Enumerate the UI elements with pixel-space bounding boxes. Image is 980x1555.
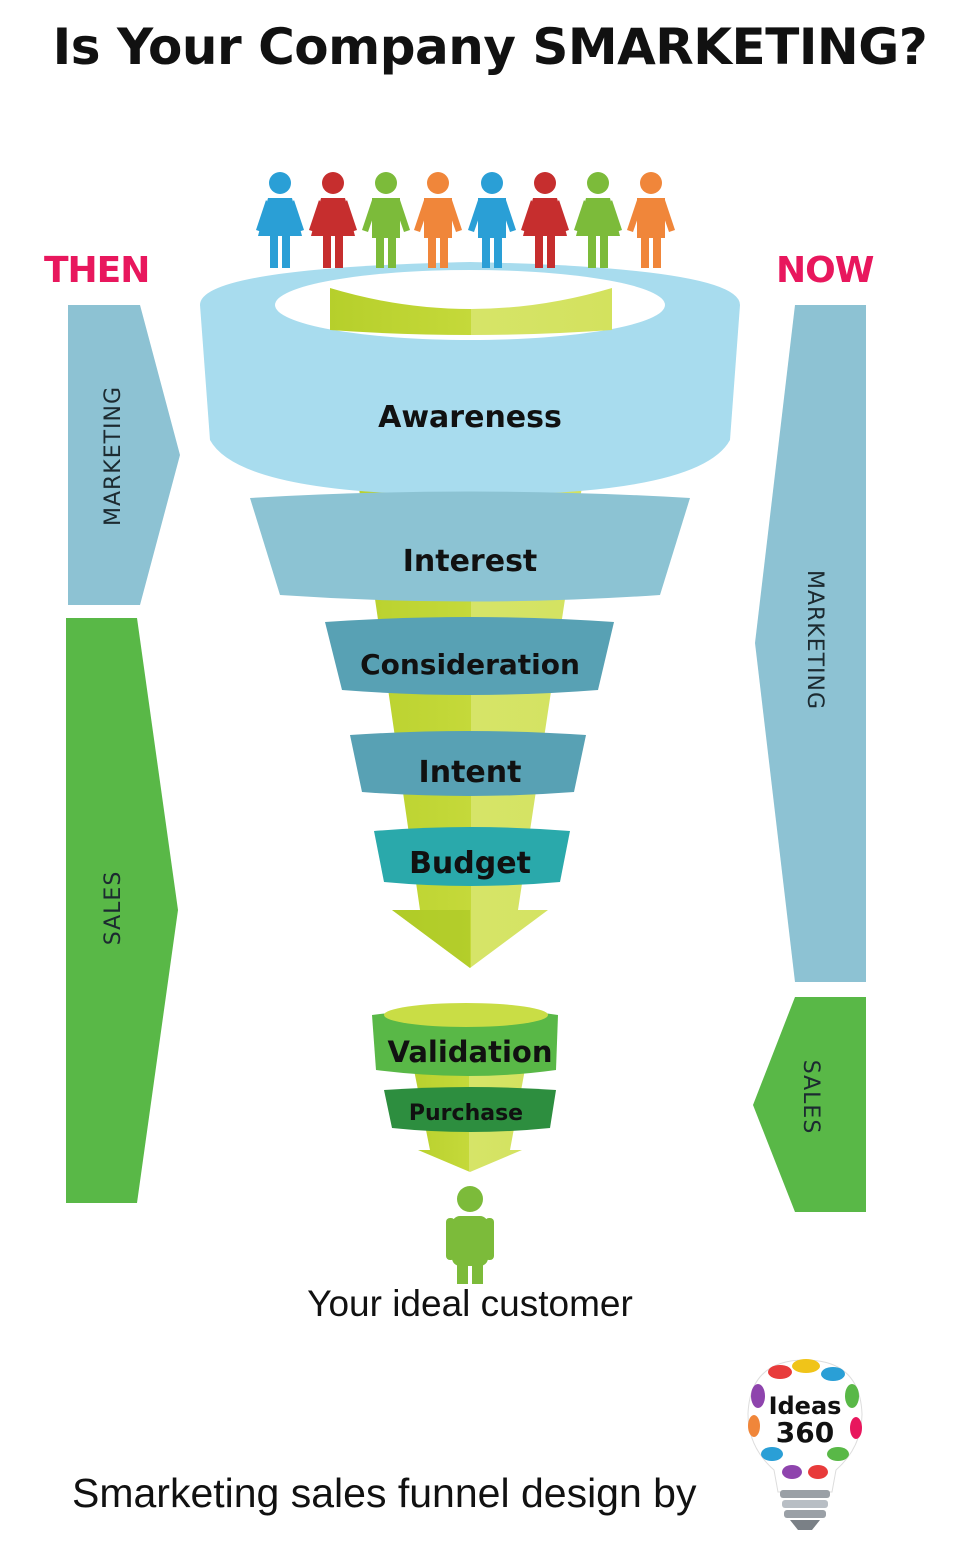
now-heading: NOW [776, 250, 874, 291]
person-icon [574, 172, 622, 268]
then-sales-label: SALES [101, 871, 126, 946]
now-marketing-label: MARKETING [802, 570, 827, 710]
then-column: MARKETING SALES [66, 305, 180, 1203]
stage-label-awareness: Awareness [378, 400, 562, 435]
logo-word: Ideas [769, 1392, 842, 1420]
credit-text: Smarketing sales funnel design by [72, 1470, 697, 1516]
person-icon [414, 172, 462, 268]
lightbulb-icon [747, 1359, 863, 1530]
stage-consideration: Consideration [325, 617, 614, 695]
stage-label-interest: Interest [403, 544, 538, 579]
stage-label-budget: Budget [409, 846, 531, 881]
stage-label-purchase: Purchase [409, 1101, 523, 1126]
now-marketing-band [755, 305, 866, 982]
stage-label-intent: Intent [419, 755, 522, 790]
ideal-customer-caption: Your ideal customer [307, 1283, 633, 1324]
person-icon [362, 172, 410, 268]
stage-intent: Intent [350, 731, 586, 796]
then-marketing-band [68, 305, 180, 605]
stage-validation [372, 1008, 558, 1076]
ideas360-logo: Ideas 360 [747, 1359, 863, 1530]
person-icon [309, 172, 357, 268]
person-icon [521, 172, 569, 268]
now-sales-band [753, 997, 866, 1212]
stage-label-consideration: Consideration [360, 648, 580, 681]
person-icon [627, 172, 675, 268]
audience-people [256, 172, 675, 268]
stage-awareness: Awareness [200, 262, 740, 495]
then-heading: THEN [44, 250, 150, 291]
sales-funnel: Validation Purchase [372, 1003, 558, 1172]
stage-budget: Budget [374, 827, 570, 886]
person-icon [468, 172, 516, 268]
stage-interest: Interest [250, 491, 690, 602]
stage-label-validation: Validation [387, 1035, 552, 1069]
person-icon [256, 172, 304, 268]
then-sales-band [66, 618, 178, 1203]
now-column: MARKETING SALES [753, 305, 866, 1212]
logo-number: 360 [776, 1416, 834, 1449]
stage-purchase [384, 1087, 556, 1132]
ideal-customer-icon [446, 1186, 494, 1284]
now-sales-label: SALES [798, 1060, 823, 1135]
page-title: Is Your Company SMARKETING? [52, 18, 928, 76]
then-marketing-label: MARKETING [101, 386, 126, 526]
